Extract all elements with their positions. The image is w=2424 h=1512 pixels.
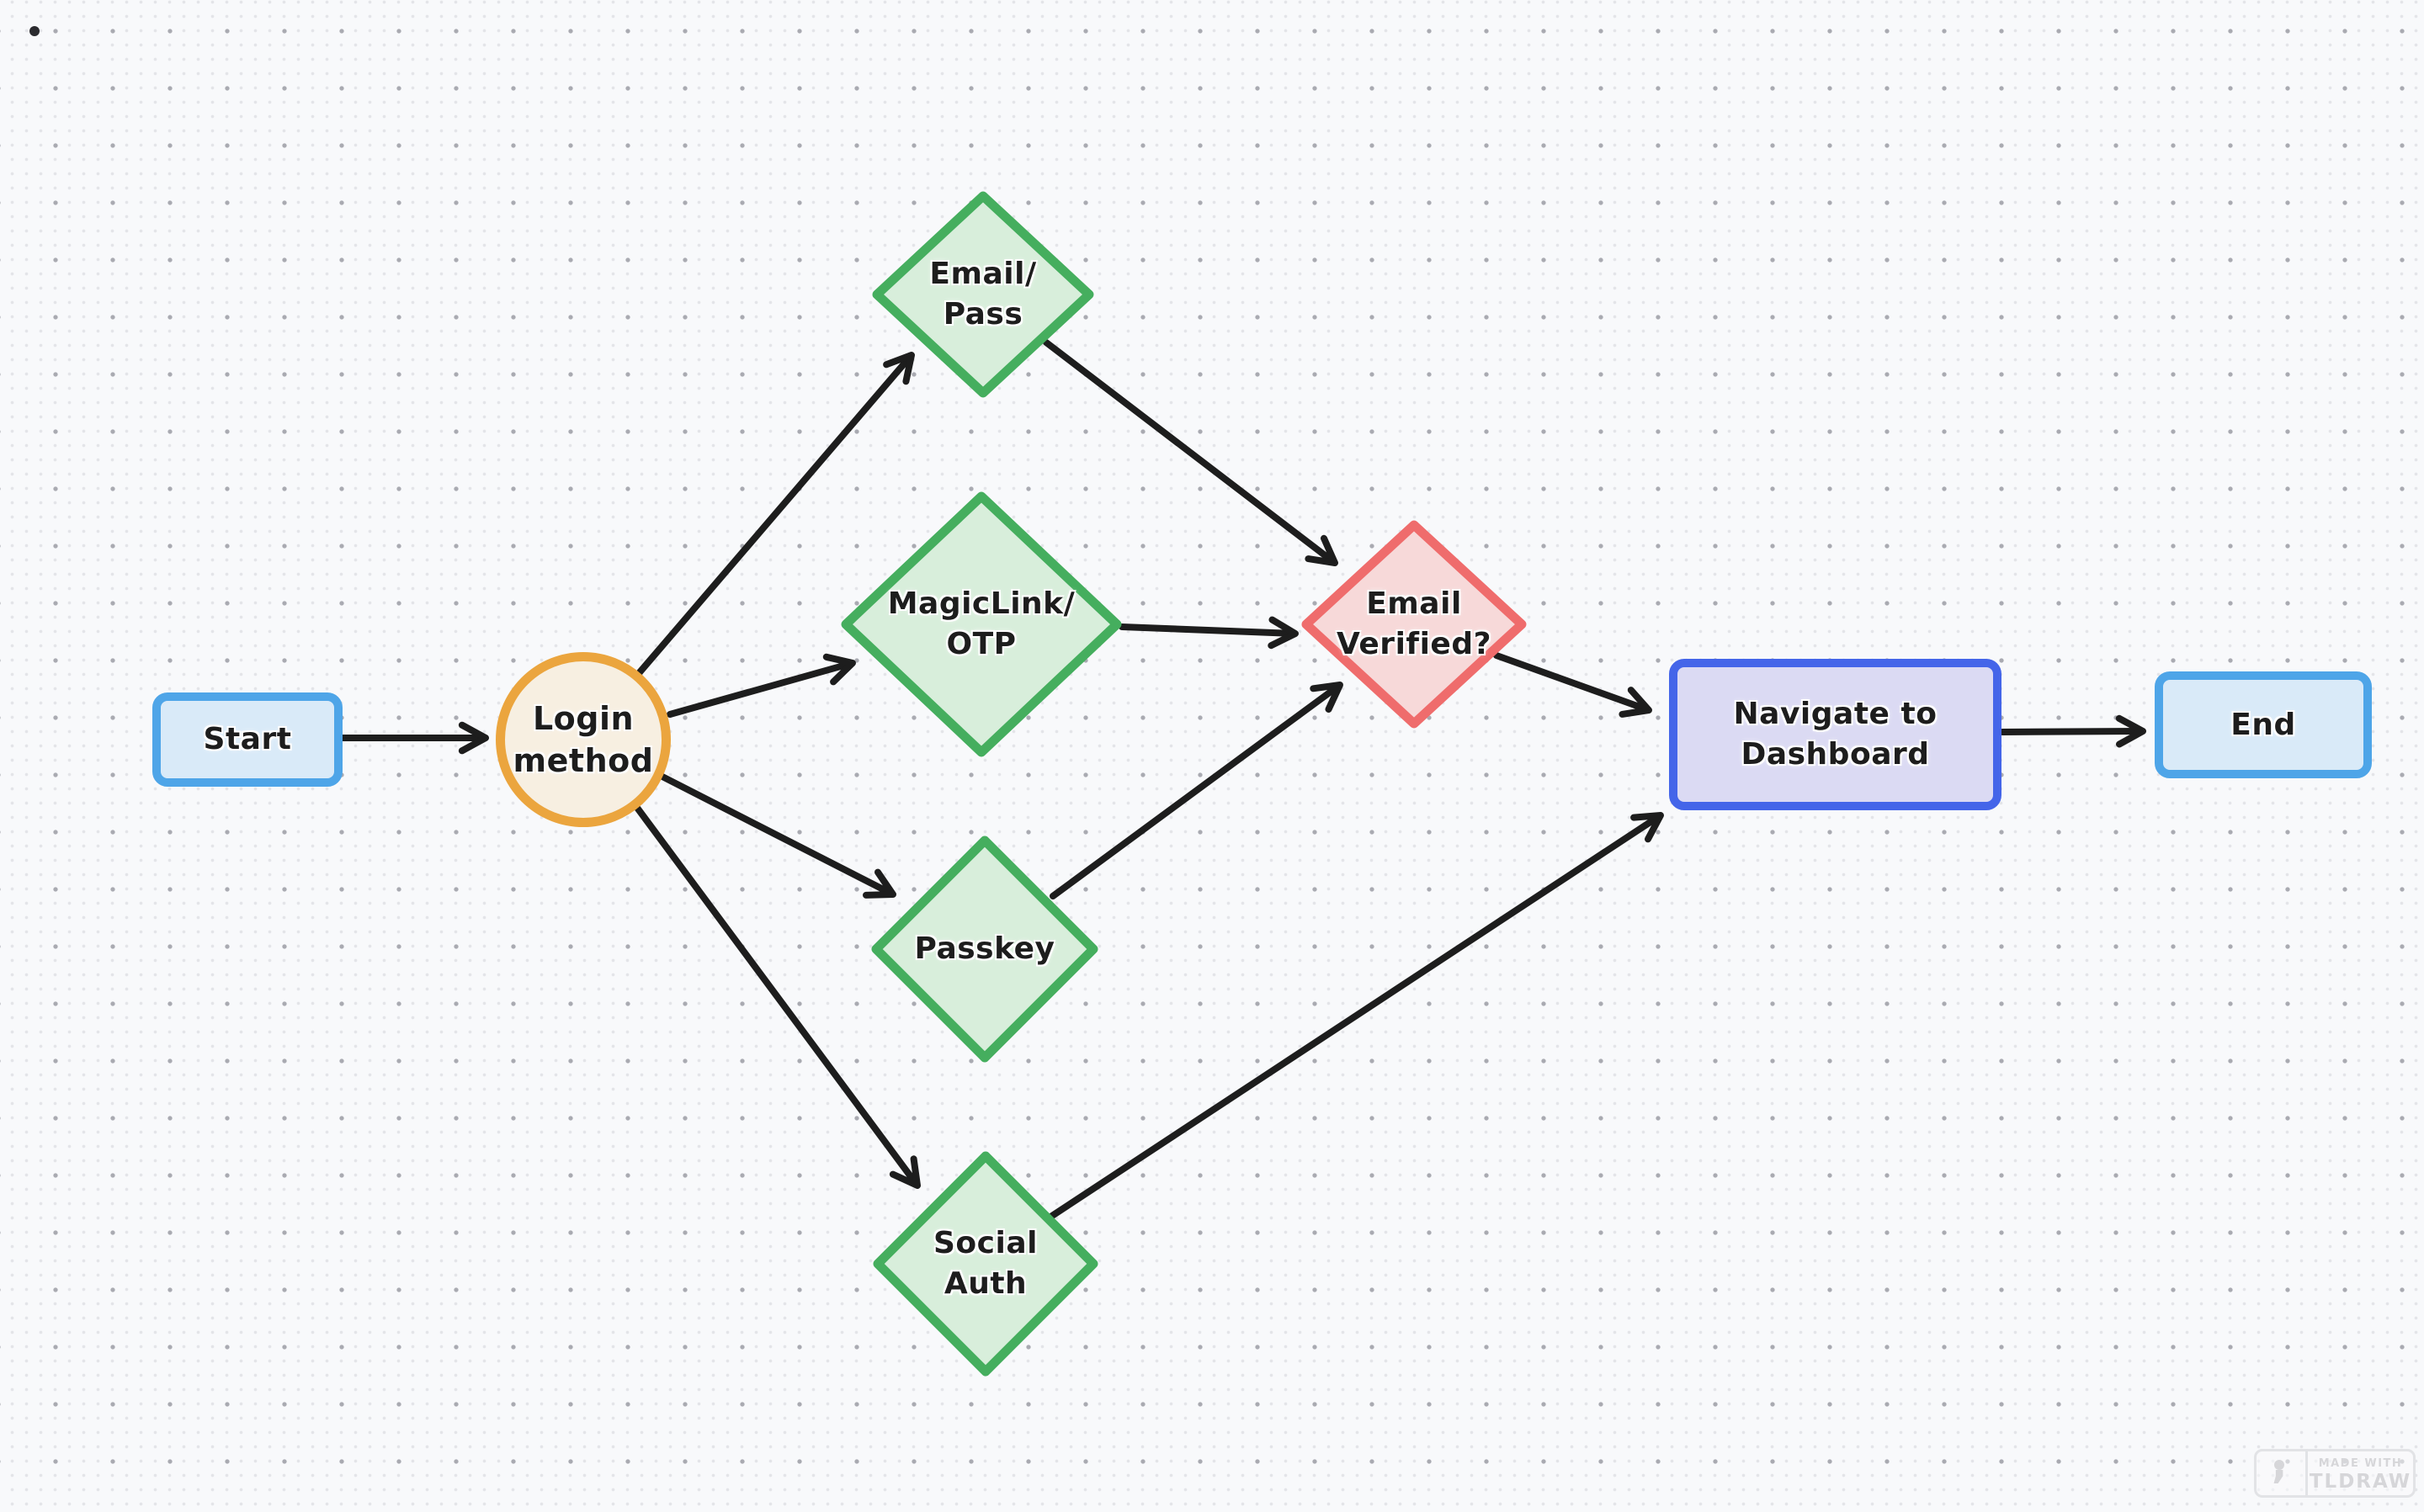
diamond-shape: [871, 836, 1098, 1063]
node-login-method-label: Login method: [513, 699, 654, 779]
grid-origin-dot: [29, 26, 40, 36]
arrow-login-to-email-pass[interactable]: [636, 352, 915, 676]
node-passkey-label: Passkey: [914, 931, 1055, 967]
tldraw-logo-comma: ,: [2272, 1440, 2288, 1488]
arrow-email-verified-to-navigate[interactable]: [1493, 652, 1652, 718]
node-start-label: Start: [203, 722, 292, 757]
arrow-login-to-passkey[interactable]: [659, 773, 896, 899]
watermark-text: MADE WITH TLDRAW: [2308, 1451, 2413, 1495]
node-magiclink-otp-label: MagicLink/ OTP: [887, 586, 1076, 661]
node-end-label: End: [2230, 707, 2296, 742]
tldraw-logo-icon: ,: [2257, 1440, 2308, 1495]
arrow-email-pass-to-email-verified[interactable]: [1043, 339, 1338, 566]
tldraw-logo-dot: [2274, 1460, 2284, 1470]
node-login-method[interactable]: Login method: [496, 652, 671, 827]
node-magiclink-otp[interactable]: MagicLink/ OTP: [840, 491, 1123, 758]
node-email-pass[interactable]: Email/ Pass: [871, 190, 1095, 399]
diamond-shape: [841, 491, 1122, 757]
node-email-pass-label: Email/ Pass: [929, 257, 1037, 332]
watermark-brand: TLDRAW: [2309, 1470, 2412, 1493]
arrow-login-to-social-auth[interactable]: [634, 804, 921, 1189]
node-end[interactable]: End: [2155, 671, 2372, 778]
node-social-auth[interactable]: Social Auth: [872, 1150, 1099, 1377]
tldraw-watermark[interactable]: , MADE WITH TLDRAW: [2254, 1440, 2416, 1498]
arrow-login-to-magiclink[interactable]: [667, 653, 856, 718]
node-email-verified[interactable]: Email Verified?: [1300, 519, 1528, 729]
arrow-passkey-to-email-verified[interactable]: [1050, 682, 1343, 899]
diamond-shape: [1301, 520, 1527, 729]
arrow-social-auth-to-navigate[interactable]: [1049, 812, 1664, 1219]
arrow-navigate-to-end[interactable]: [1999, 714, 2146, 748]
node-social-auth-label: Social Auth: [933, 1226, 1038, 1301]
arrow-start-to-login[interactable]: [339, 721, 489, 755]
arrow-magiclink-to-email-verified[interactable]: [1119, 616, 1299, 650]
diamond-shape: [873, 1151, 1098, 1377]
node-navigate-to-dashboard[interactable]: Navigate to Dashboard: [1669, 659, 2001, 810]
watermark-made-with: MADE WITH: [2318, 1456, 2403, 1470]
node-navigate-to-dashboard-label: Navigate to Dashboard: [1733, 697, 1938, 772]
node-start[interactable]: Start: [152, 692, 343, 787]
diamond-shape: [872, 191, 1094, 398]
node-email-verified-label: Email Verified?: [1337, 586, 1491, 661]
node-passkey[interactable]: Passkey: [870, 835, 1099, 1064]
